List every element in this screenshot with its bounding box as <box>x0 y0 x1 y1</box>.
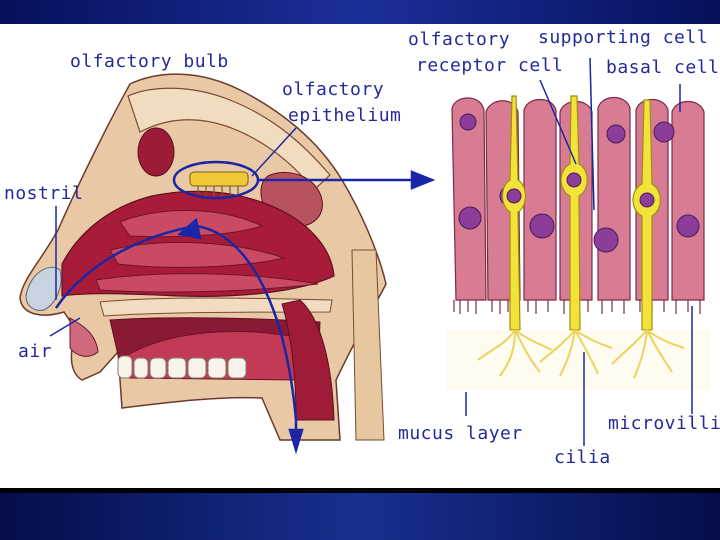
frontal-sinus <box>137 127 175 177</box>
label-basal-cell: basal cell <box>606 57 720 78</box>
label-olfactory-receptor-2: receptor cell <box>416 55 564 76</box>
airflow-path <box>54 224 298 432</box>
enlargement-arrow-head <box>410 170 436 190</box>
upper-lip <box>69 317 99 357</box>
skull-bone <box>127 87 331 191</box>
receptor-neurons <box>501 95 661 331</box>
supporting-cell <box>671 100 705 301</box>
airflow-arrow-tip-down <box>288 428 304 455</box>
cervical-spine <box>351 249 385 441</box>
label-supporting-cell: supporting cell <box>538 27 709 48</box>
olfactory-bulb-shape <box>189 171 249 187</box>
label-olfactory-bulb: olfactory bulb <box>70 51 229 72</box>
label-cilia: cilia <box>554 447 611 468</box>
label-nostril: nostril <box>4 183 84 204</box>
arrows <box>54 160 436 455</box>
pharynx <box>281 299 335 421</box>
receptor-neuron <box>560 95 588 331</box>
slide-bottom-frame <box>0 488 720 540</box>
cilia-bundles <box>477 329 685 379</box>
supporting-cell <box>523 98 557 301</box>
mucus-layer-shape <box>446 330 710 390</box>
head-cross-section <box>19 73 387 441</box>
cell-nuclei <box>458 113 700 253</box>
label-mucus-layer: mucus layer <box>398 423 523 444</box>
receptor-neuron <box>501 95 527 331</box>
label-air: air <box>18 341 53 362</box>
nose-tip <box>25 266 62 311</box>
supporting-cell <box>451 97 487 301</box>
teeth <box>117 355 247 379</box>
label-olfactory-receptor-1: olfactory <box>408 29 511 50</box>
label-olfactory-epithelium-2: epithelium <box>288 105 402 126</box>
receptor-neuron <box>632 99 661 331</box>
label-olfactory-epithelium-1: olfactory <box>282 79 385 100</box>
epithelium-enlargement <box>446 95 710 390</box>
receptor-nuclei <box>506 172 655 208</box>
slide-top-frame <box>0 0 720 24</box>
leader-lines <box>49 57 693 446</box>
airflow-arrow-tip-up <box>177 217 202 240</box>
turbinate-middle <box>109 241 286 268</box>
label-microvilli: microvilli <box>608 413 720 434</box>
